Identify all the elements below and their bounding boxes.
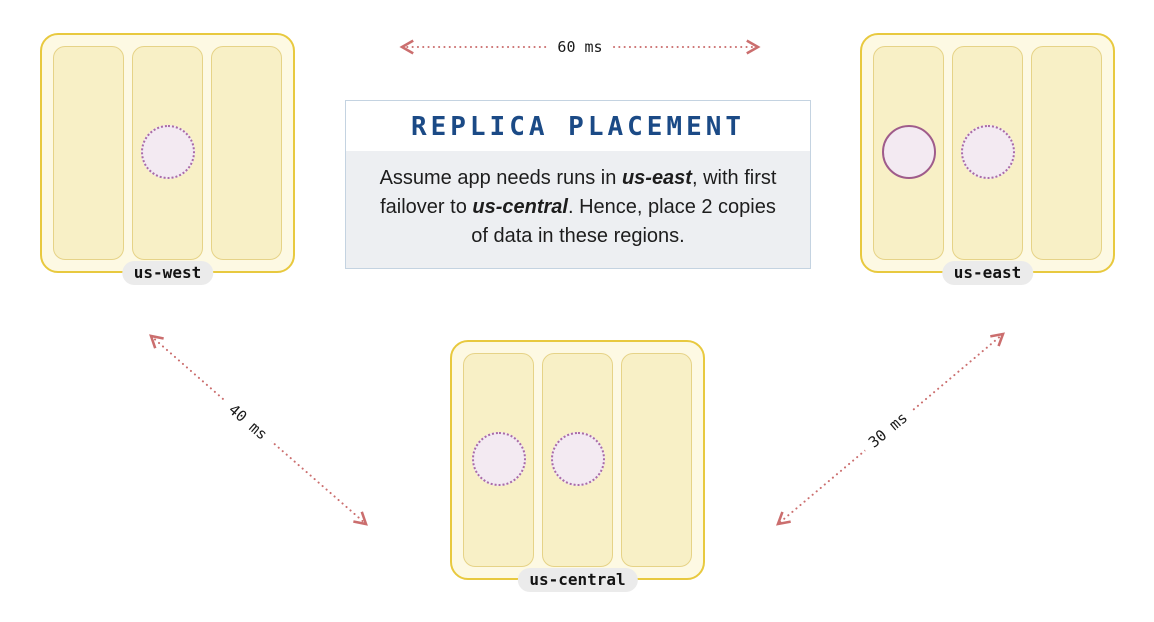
region-us-east: us-east: [860, 33, 1115, 285]
info-box-body: Assume app needs runs in us-east, with f…: [346, 151, 810, 268]
region-name-emphasis: us-east: [621, 167, 692, 189]
availability-zone: [621, 353, 692, 567]
region-label: us-west: [121, 261, 214, 285]
region-us-central: us-central: [450, 340, 705, 592]
info-text-segment: Assume app needs runs in: [379, 167, 622, 189]
zones-us-west: [53, 46, 282, 260]
latency-label-30ms: 30 ms: [858, 402, 918, 458]
zones-us-east: [873, 46, 1102, 260]
availability-zone: [211, 46, 282, 260]
replica-dotted-icon: [471, 432, 526, 486]
replica-solid-icon: [881, 125, 936, 179]
replica-dotted-icon: [960, 125, 1015, 179]
availability-zone: [53, 46, 124, 260]
availability-zone: [542, 353, 613, 567]
availability-zone: [1031, 46, 1102, 260]
info-text-segment: . Hence, place 2 copies of data in these…: [471, 196, 776, 247]
region-label: us-east: [941, 261, 1034, 285]
info-text-segment: , with first failover to: [380, 167, 777, 218]
availability-zone: [952, 46, 1023, 260]
region-us-west: us-west: [40, 33, 295, 285]
latency-label-60ms: 60 ms: [549, 37, 611, 57]
region-name-emphasis: us-central: [472, 196, 568, 218]
replica-dotted-icon: [140, 125, 195, 179]
availability-zone: [873, 46, 944, 260]
info-box-title: REPLICA PLACEMENT: [346, 101, 810, 151]
availability-zone: [132, 46, 203, 260]
availability-zone: [463, 353, 534, 567]
info-box: REPLICA PLACEMENT Assume app needs runs …: [345, 100, 811, 269]
region-label: us-central: [517, 568, 638, 592]
zones-us-central: [463, 353, 692, 567]
replica-dotted-icon: [550, 432, 605, 486]
latency-label-40ms: 40 ms: [218, 394, 278, 450]
